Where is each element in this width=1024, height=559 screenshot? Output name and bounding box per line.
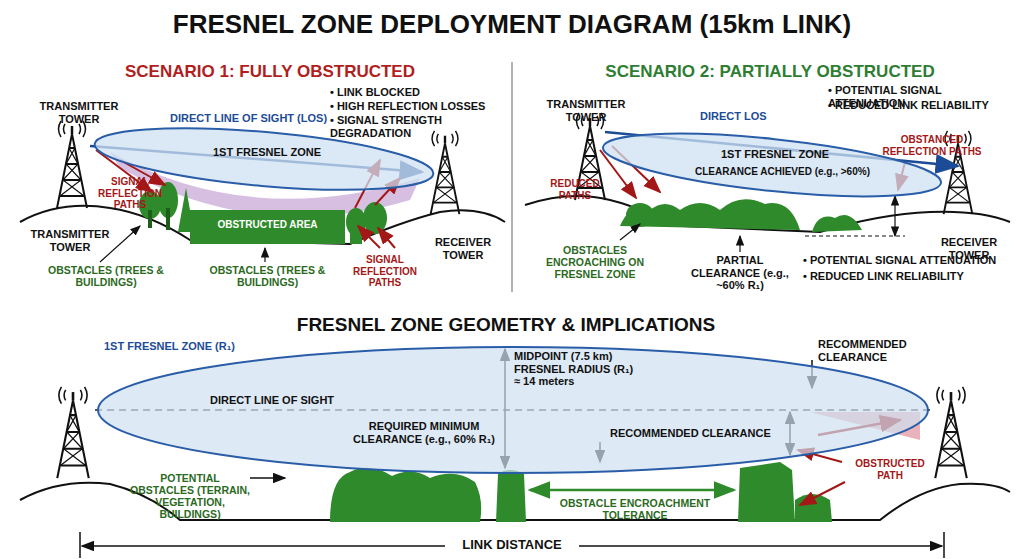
callout-label: OBSTACLES ENCROACHING ON FRESNEL ZONE — [536, 244, 654, 280]
callout-label: DIRECT LINE OF SIGHT — [210, 394, 410, 407]
callout-label: LINK DISTANCE — [445, 538, 579, 553]
zone-note: CLEARANCE ACHIEVED (e.g., >60%) — [675, 166, 890, 178]
callout-label: PARTIAL CLEARANCE (e.g., ~60% R₁) — [685, 254, 795, 292]
bullet-note: • REDUCED LINK RELIABILITY — [828, 99, 1020, 112]
callout-label: REQUIRED MINIMUM CLEARANCE (e.g., 60% R₁… — [350, 420, 498, 445]
callout-label: OBSTANCED REFLECTION PATHS — [876, 134, 988, 157]
diagram-title: FRESNEL ZONE DEPLOYMENT DIAGRAM (15km LI… — [0, 10, 1024, 40]
callout-label: RECOMMENDED CLEARANCE — [818, 338, 928, 363]
bullet-note: • REDUCED LINK RELIABILITY — [803, 270, 1018, 283]
zone-ellipse — [96, 340, 930, 474]
callout-label: RECOMMENDED CLEARANCE — [610, 427, 780, 440]
zone-label: OBSTRUCTED AREA — [190, 219, 345, 231]
bullet-note: • SIGNAL STRENGTH DEGRADATION — [330, 114, 505, 139]
bullet-note: • HIGH REFLECTION LOSSES — [330, 100, 510, 113]
callout-label: TRANSMITTER TOWER — [545, 98, 627, 123]
fresnel-zone: 1ST FRESNEL ZONE (R₁) — [96, 340, 930, 474]
zone-label: 1ST FRESNEL ZONE — [695, 148, 855, 161]
zone-ellipse — [600, 124, 945, 206]
section-heading: FRESNEL ZONE GEOMETRY & IMPLICATIONS — [0, 314, 1018, 336]
callout-label: DIRECT LOS — [700, 110, 820, 123]
callout-label: OBSTACLES (TREES & BUILDINGS) — [46, 264, 166, 288]
bullet-note: • LINK BLOCKED — [330, 86, 510, 99]
callout-label: MIDPOINT (7.5 km) FRESNEL RADIUS (R₁) ≈ … — [514, 350, 634, 388]
zone-label: 1ST FRESNEL ZONE — [187, 146, 347, 159]
callout-label: REDUCED PATHS — [546, 178, 604, 201]
bullet-note: • POTENTIAL SIGNAL ATTENUATION — [803, 254, 1018, 267]
section-heading: SCENARIO 1: FULLY OBSTRUCTED — [120, 62, 420, 82]
callout-label: OBSTRUCTED PATH — [845, 458, 935, 481]
callout-label: SIGNAL REFLECTION PATHS — [340, 254, 430, 289]
callout-label: OBSTACLES (TREES & BUILDINGS) — [205, 264, 330, 288]
section-heading: SCENARIO 2: PARTIALLY OBSTRUCTED — [560, 62, 980, 82]
callout-label: SIGNAL REFLECTION PATHS — [94, 176, 166, 211]
callout-label: RECEIVER TOWER — [424, 236, 502, 261]
fresnel-zone: 1ST FRESNEL ZONE CLEARANCE ACHIEVED (e.g.… — [600, 124, 945, 206]
obstructed-area: OBSTRUCTED AREA — [190, 210, 345, 244]
callout-label: POTENTIAL OBSTACLES (TERRAIN, VEGETATION… — [130, 472, 250, 520]
zone-label: 1ST FRESNEL ZONE (R₁) — [104, 340, 304, 353]
callout-label: TRANSMITTER TOWER — [38, 100, 120, 125]
callout-label: OBSTACLE ENCROACHMENT TOLERANCE — [545, 497, 725, 521]
callout-label: TRANSMITTER TOWER — [28, 228, 112, 253]
